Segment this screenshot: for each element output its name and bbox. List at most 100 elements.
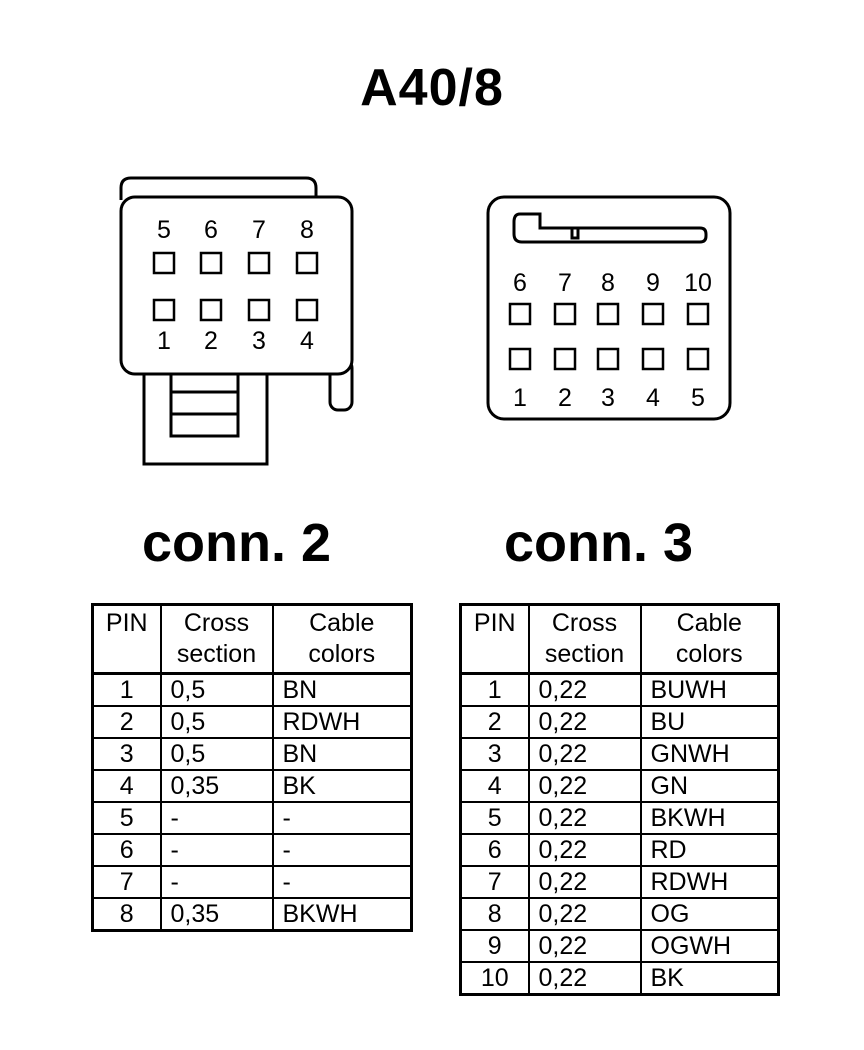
cross-section-cell: 0,22 xyxy=(527,801,642,835)
pin-number: 10 xyxy=(684,269,712,297)
pin-contact xyxy=(641,347,665,371)
pin-contact xyxy=(553,347,577,371)
pin-header: PIN xyxy=(91,603,162,675)
connector-2-body xyxy=(119,195,354,376)
pin-cell: 4 xyxy=(459,769,530,803)
cable-color-cell: OG xyxy=(639,897,780,931)
connector-3-label: conn. 3 xyxy=(504,513,694,573)
cable-color-cell: RDWH xyxy=(639,865,780,899)
pin-number: 1 xyxy=(157,327,171,355)
diagram-title: A40/8 xyxy=(360,59,504,117)
pin-contact xyxy=(508,347,532,371)
cross-section-cell: - xyxy=(159,865,274,899)
pin-cell: 1 xyxy=(459,672,530,707)
pin-contact xyxy=(641,302,665,326)
table-row: 7-- xyxy=(91,865,413,899)
pin-contact xyxy=(247,298,271,322)
pin-contact xyxy=(553,302,577,326)
pin-cell: 8 xyxy=(459,897,530,931)
pin-cell: 6 xyxy=(459,833,530,867)
cable-color-cell: GNWH xyxy=(639,737,780,771)
cable-color-cell: BK xyxy=(271,769,413,803)
cross-section-cell: 0,22 xyxy=(527,833,642,867)
pin-number: 6 xyxy=(204,216,218,244)
pin-number: 7 xyxy=(252,216,266,244)
pin-number: 9 xyxy=(646,269,660,297)
cable-color-cell: - xyxy=(271,833,413,867)
pin-cell: 6 xyxy=(91,833,162,867)
connector-3-pins: 6 7 8 9 10 1 2 3 4 5 xyxy=(508,269,712,412)
pin-number: 2 xyxy=(204,327,218,355)
pin-number: 7 xyxy=(558,269,572,297)
cross-section-cell: 0,22 xyxy=(527,929,642,963)
connector-3-drawing xyxy=(486,195,732,421)
pin-cell: 10 xyxy=(459,961,530,996)
cable-color-cell: BN xyxy=(271,672,413,707)
pin-cell: 8 xyxy=(91,897,162,932)
pin-cell: 7 xyxy=(459,865,530,899)
cable-color-cell: OGWH xyxy=(639,929,780,963)
pin-header: PIN xyxy=(459,603,530,675)
cable-color-cell: RD xyxy=(639,833,780,867)
pin-cell: 1 xyxy=(91,672,162,707)
connector-2-label: conn. 2 xyxy=(142,513,332,573)
pin-number: 4 xyxy=(646,384,660,412)
connector-2-back-tab xyxy=(119,176,318,200)
cross-section-cell: 0,22 xyxy=(527,672,642,707)
cable-color-cell: BK xyxy=(639,961,780,996)
pin-cell: 2 xyxy=(91,705,162,739)
cross-section-cell: 0,5 xyxy=(159,737,274,771)
connector-2-drawing xyxy=(119,176,354,466)
cable-color-cell: - xyxy=(271,865,413,899)
cable-color-cell: - xyxy=(271,801,413,835)
cable-color-cell: BUWH xyxy=(639,672,780,707)
cross-section-cell: 0,5 xyxy=(159,705,274,739)
cable-color-cell: BKWH xyxy=(271,897,413,932)
connector-3-body xyxy=(486,195,732,421)
pin-contact xyxy=(686,302,710,326)
cable-color-cell: BU xyxy=(639,705,780,739)
pin-number: 3 xyxy=(601,384,615,412)
pin-contact xyxy=(152,251,176,275)
pin-cell: 3 xyxy=(459,737,530,771)
pin-number: 1 xyxy=(513,384,527,412)
pin-contact xyxy=(152,298,176,322)
pin-cell: 9 xyxy=(459,929,530,963)
pin-cell: 4 xyxy=(91,769,162,803)
cross-section-cell: 0,35 xyxy=(159,769,274,803)
pin-number: 8 xyxy=(601,269,615,297)
pin-cell: 5 xyxy=(91,801,162,835)
table-row: 5-- xyxy=(91,801,413,835)
pin-contact xyxy=(295,251,319,275)
pin-number: 2 xyxy=(558,384,572,412)
connector-2-latch-frame xyxy=(142,370,269,466)
pin-number: 6 xyxy=(513,269,527,297)
cross-section-cell: 0,22 xyxy=(527,737,642,771)
pin-cell: 5 xyxy=(459,801,530,835)
cross-section-cell: - xyxy=(159,801,274,835)
connector-3-key-slot xyxy=(512,212,708,244)
pin-contact xyxy=(247,251,271,275)
cable-color-cell: RDWH xyxy=(271,705,413,739)
pin-number: 5 xyxy=(691,384,705,412)
cross-section-cell: 0,5 xyxy=(159,672,274,707)
